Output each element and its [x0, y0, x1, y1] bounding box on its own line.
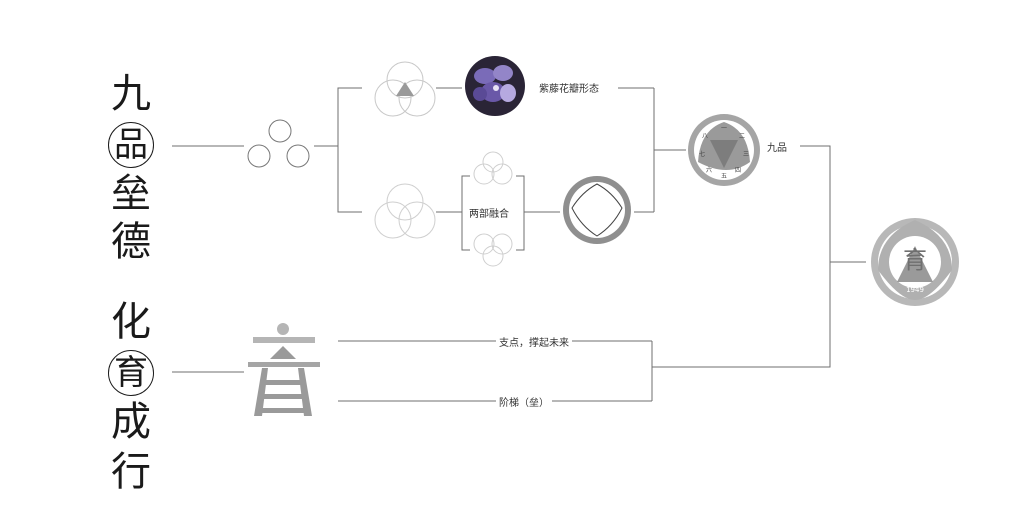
- connector-line: [800, 145, 866, 263]
- venn-outline-icon: [374, 183, 436, 239]
- clover-bottom-icon: [473, 233, 513, 267]
- logo-year-text: 1949: [906, 286, 924, 294]
- nine-grades-emblem-icon: 一 二 三 四 五 六 七 八: [688, 114, 760, 186]
- svg-text:三: 三: [743, 151, 749, 158]
- six-petal-flower-icon: [563, 176, 631, 244]
- ladder-tower-icon: [248, 323, 320, 416]
- label-nine-grades: 九品: [764, 139, 790, 154]
- connector-line: [652, 262, 831, 368]
- svg-text:一: 一: [721, 125, 727, 132]
- split-bracket: [337, 87, 362, 213]
- venn-center-icon: [374, 61, 436, 117]
- label-pivot: 支点，撑起未来: [496, 334, 572, 349]
- three-circles-icon: [247, 119, 310, 168]
- fusion-bracket-left: [461, 175, 470, 251]
- svg-text:二: 二: [739, 133, 745, 140]
- wisteria-flower-image: [465, 56, 525, 116]
- school-logo-emblem: 1949: [871, 218, 959, 306]
- motto-char: 成: [111, 399, 151, 445]
- motto-char: 垒: [111, 171, 151, 217]
- label-ladder: 阶梯（垒）: [496, 394, 552, 409]
- svg-text:八: 八: [702, 133, 708, 140]
- fusion-bracket-right: [516, 175, 525, 251]
- motto-char: 德: [111, 219, 151, 265]
- motto-char: 行: [111, 449, 151, 495]
- label-fusion: 两部融合: [466, 205, 512, 220]
- logo-glyph: 育: [903, 246, 927, 274]
- label-wisteria-form: 紫藤花瓣形态: [536, 80, 602, 95]
- svg-text:五: 五: [721, 173, 727, 180]
- clover-top-icon: [473, 151, 513, 185]
- svg-text:七: 七: [699, 150, 705, 158]
- svg-text:四: 四: [735, 167, 741, 174]
- motto-char: 化: [111, 299, 151, 345]
- svg-text:六: 六: [706, 166, 712, 174]
- motto-char-circled: 育: [108, 350, 154, 396]
- motto-char: 九: [111, 71, 151, 117]
- motto-char-circled: 品: [108, 122, 154, 168]
